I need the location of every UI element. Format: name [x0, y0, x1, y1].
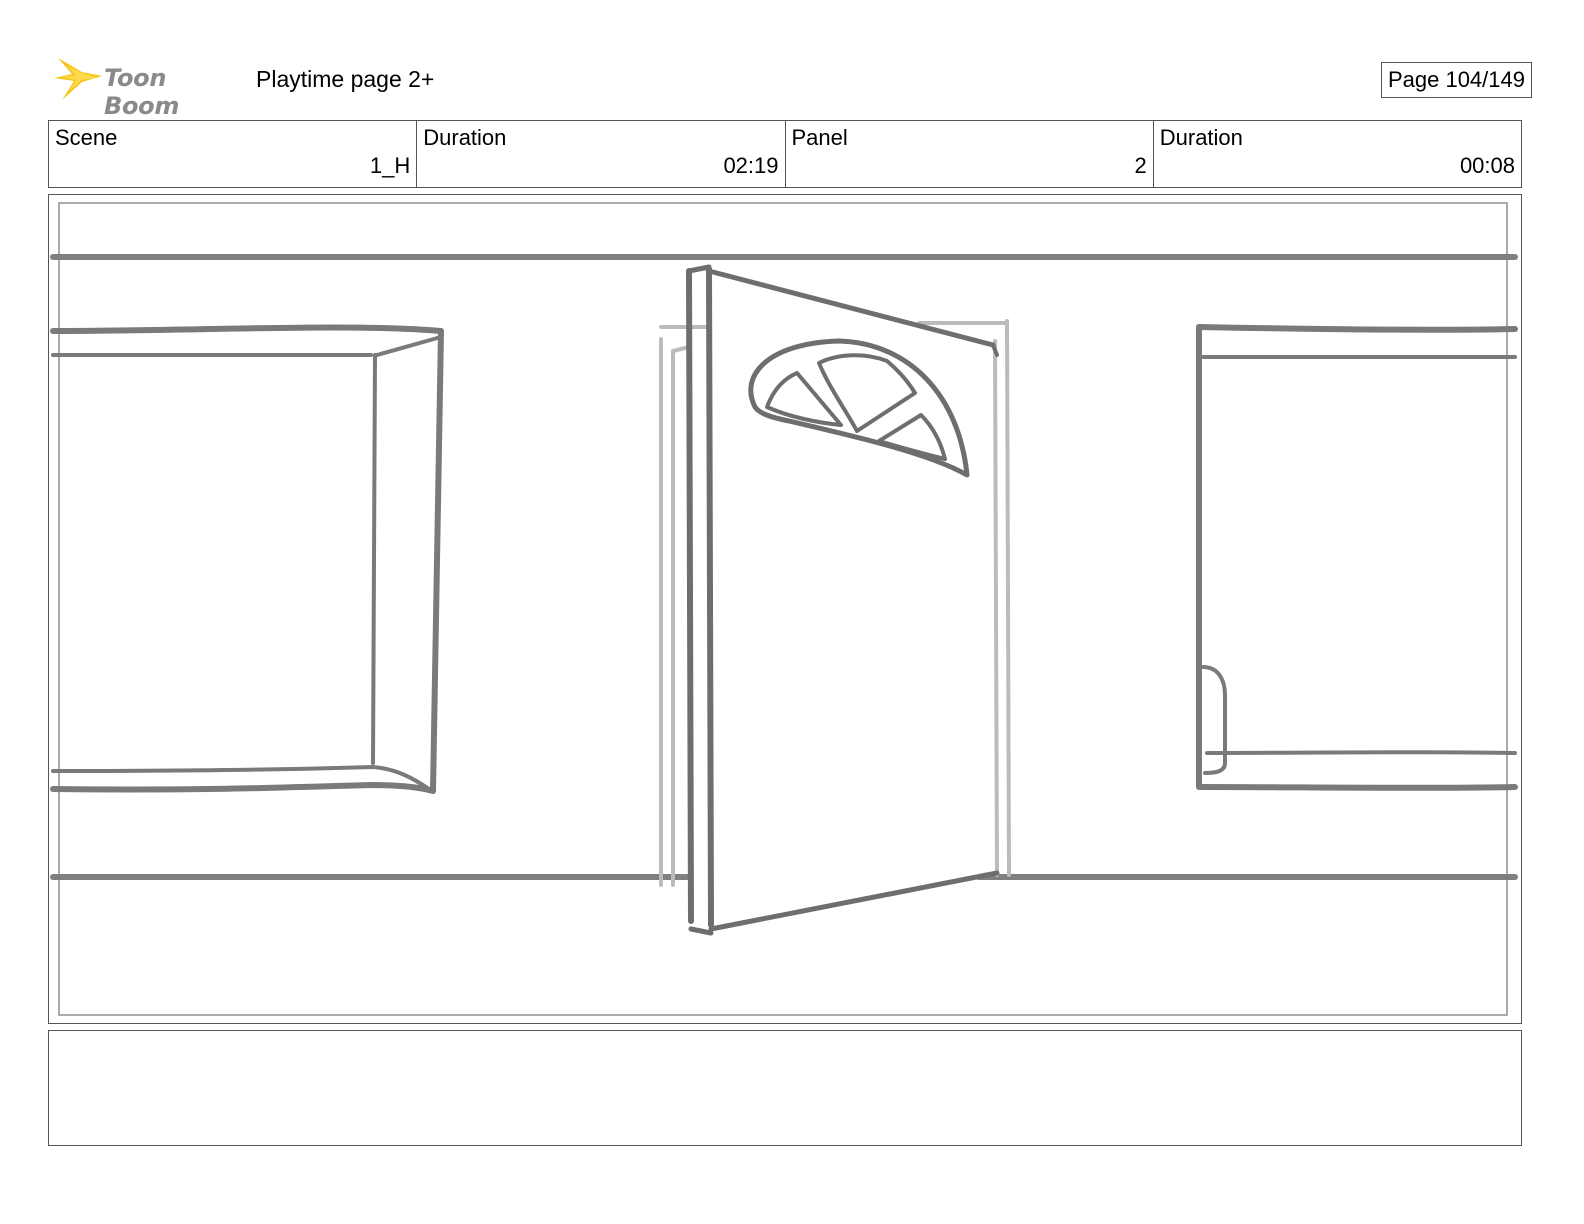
right-window-sketch — [1196, 324, 1518, 791]
safe-frame — [58, 202, 1508, 1016]
left-window-sketch — [50, 324, 444, 794]
panel-duration-label: Duration — [1159, 125, 1243, 150]
scene-duration-cell: Duration 02:19 — [417, 121, 786, 187]
panel-duration-cell: Duration 00:08 — [1154, 121, 1521, 187]
storyboard-panel — [48, 194, 1522, 1024]
scene-duration-label: Duration — [423, 125, 507, 150]
door-sketch — [686, 264, 1000, 936]
panel-sketch — [50, 202, 1518, 1016]
scene-info-table: Scene 1_H Duration 02:19 Panel 2 Duratio… — [48, 120, 1522, 188]
panel-label: Panel — [791, 125, 848, 150]
page-counter: Page 104/149 — [1380, 62, 1532, 98]
door-frame-sketch — [659, 319, 1011, 887]
toon-boom-logo: Toon Boom — [52, 54, 242, 120]
panel-value: 2 — [1134, 153, 1147, 178]
scene-value: 1_H — [369, 153, 411, 178]
scene-cell: Scene 1_H — [49, 121, 418, 187]
logo-wordmark: Toon Boom — [104, 64, 180, 120]
scene-duration-value: 02:19 — [723, 153, 779, 178]
project-title: Playtime page 2+ — [256, 66, 435, 92]
star-burst-icon — [54, 58, 102, 100]
panel-duration-value: 00:08 — [1459, 153, 1515, 178]
scene-label: Scene — [55, 125, 118, 150]
panel-notes-box — [48, 1030, 1522, 1146]
page-header: Toon Boom Playtime page 2+ Page 104/149 — [52, 52, 1532, 120]
panel-cell: Panel 2 — [786, 121, 1154, 187]
